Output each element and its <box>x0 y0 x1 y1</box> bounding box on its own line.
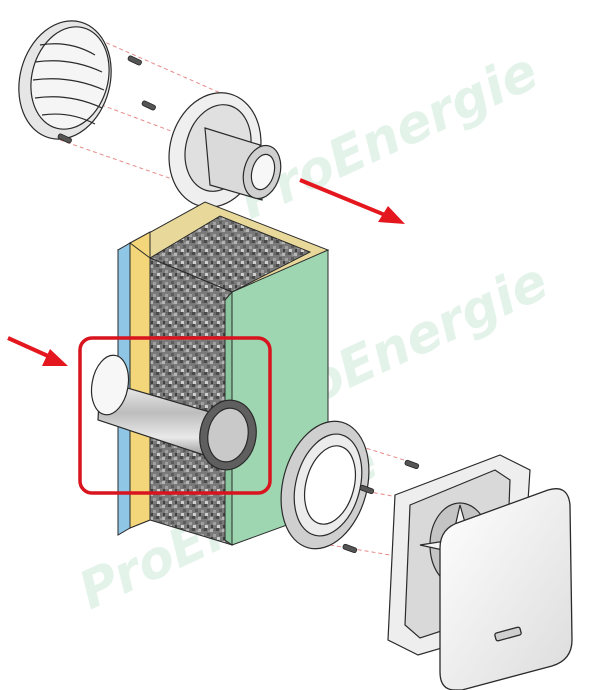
watermark-text: ProEnergie <box>230 41 547 231</box>
screws-top <box>57 55 156 144</box>
duct-sleeve <box>90 354 257 471</box>
inner-mounting-ring <box>280 420 370 550</box>
screws-bottom <box>342 459 420 554</box>
exterior-grille <box>18 20 112 140</box>
direction-arrow-top <box>299 178 405 224</box>
direction-arrow-left <box>7 336 68 366</box>
front-cover <box>439 488 573 690</box>
highlight-box <box>78 336 272 495</box>
outer-flange-with-duct <box>168 92 282 208</box>
